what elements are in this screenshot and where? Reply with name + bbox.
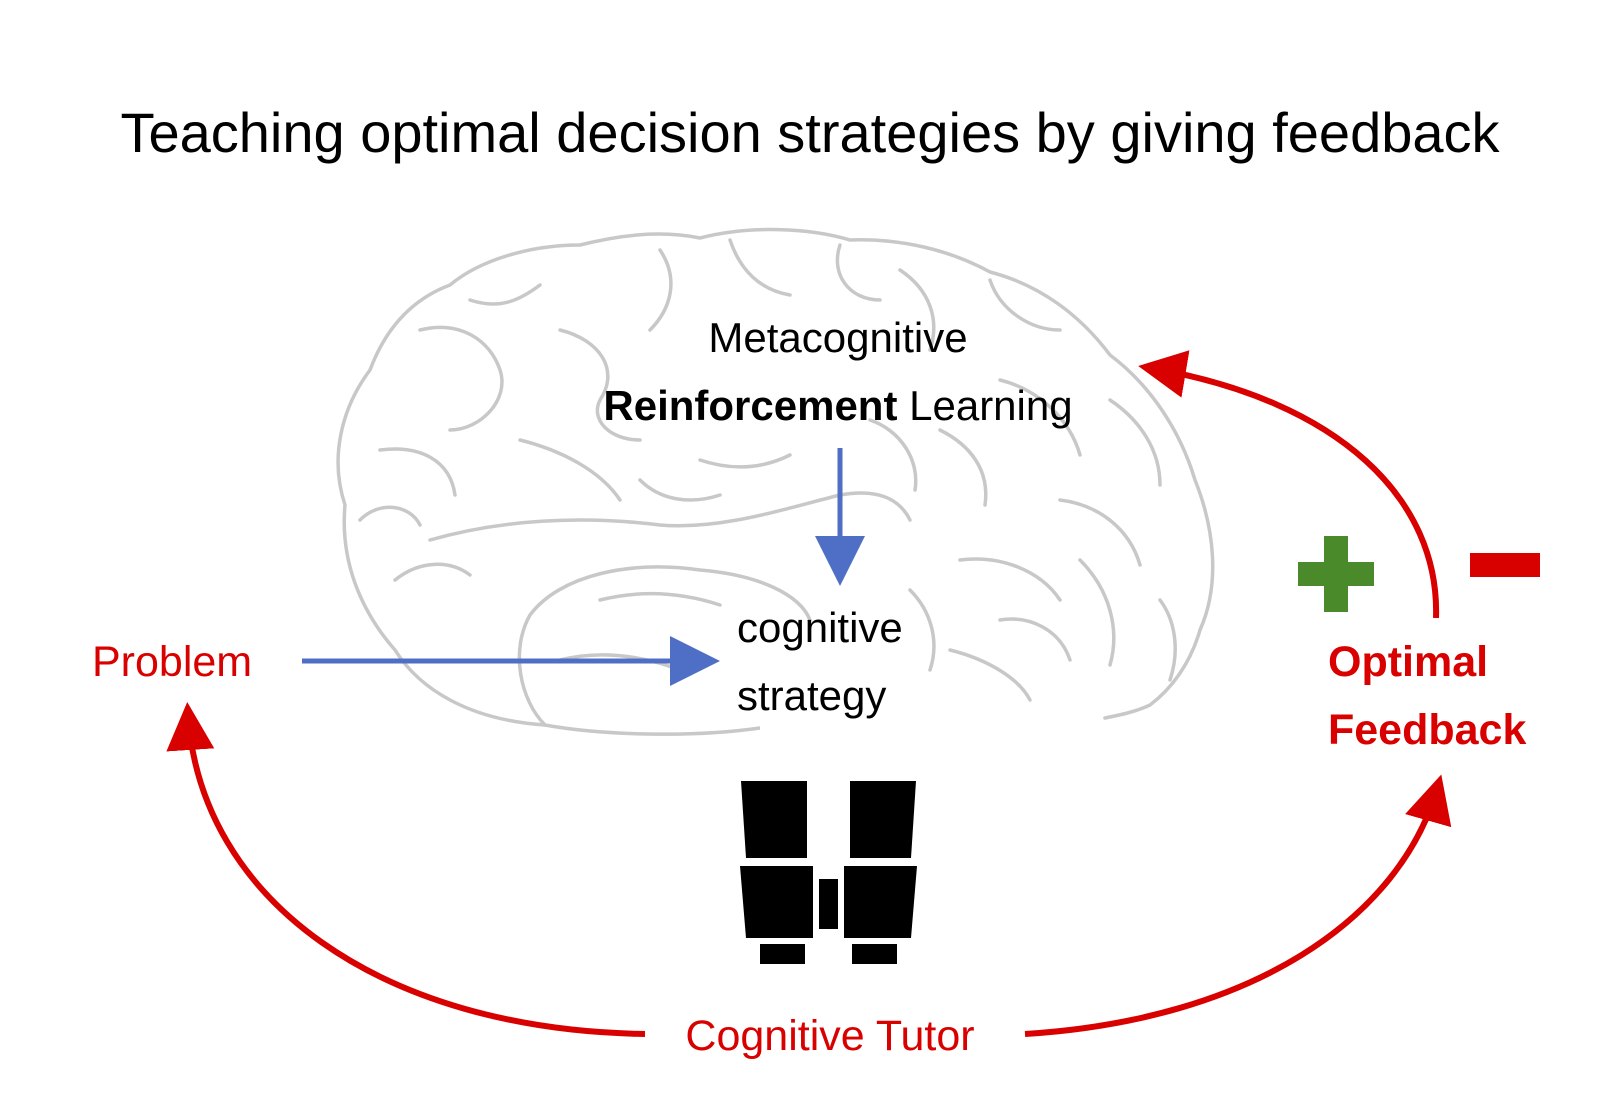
feedback-line2: Feedback [1328, 706, 1526, 754]
page-title: Teaching optimal decision strategies by … [120, 101, 1500, 164]
meta-rl-bold: Reinforcement [603, 382, 897, 429]
binoculars-icon [740, 781, 917, 964]
strategy-line1: cognitive [737, 604, 903, 651]
brain-outline-icon [336, 227, 1215, 736]
meta-rl-line2: Reinforcement Learning [603, 382, 1072, 429]
tutor-label: Cognitive Tutor [685, 1012, 974, 1060]
tutor-to-problem-arrow [166, 702, 646, 1037]
tutor-to-feedback-arrow [1024, 774, 1452, 1037]
plus-icon [1298, 536, 1374, 612]
meta-rl-line1: Metacognitive [708, 314, 967, 361]
problem-label: Problem [92, 638, 252, 686]
feedback-line1: Optimal [1328, 638, 1488, 686]
brain-mask [760, 722, 1140, 762]
feedback-to-brain-arrow [1138, 350, 1440, 619]
strategy-line2: strategy [737, 672, 886, 719]
meta-rl-rest: Learning [897, 382, 1072, 429]
minus-icon [1470, 553, 1540, 577]
